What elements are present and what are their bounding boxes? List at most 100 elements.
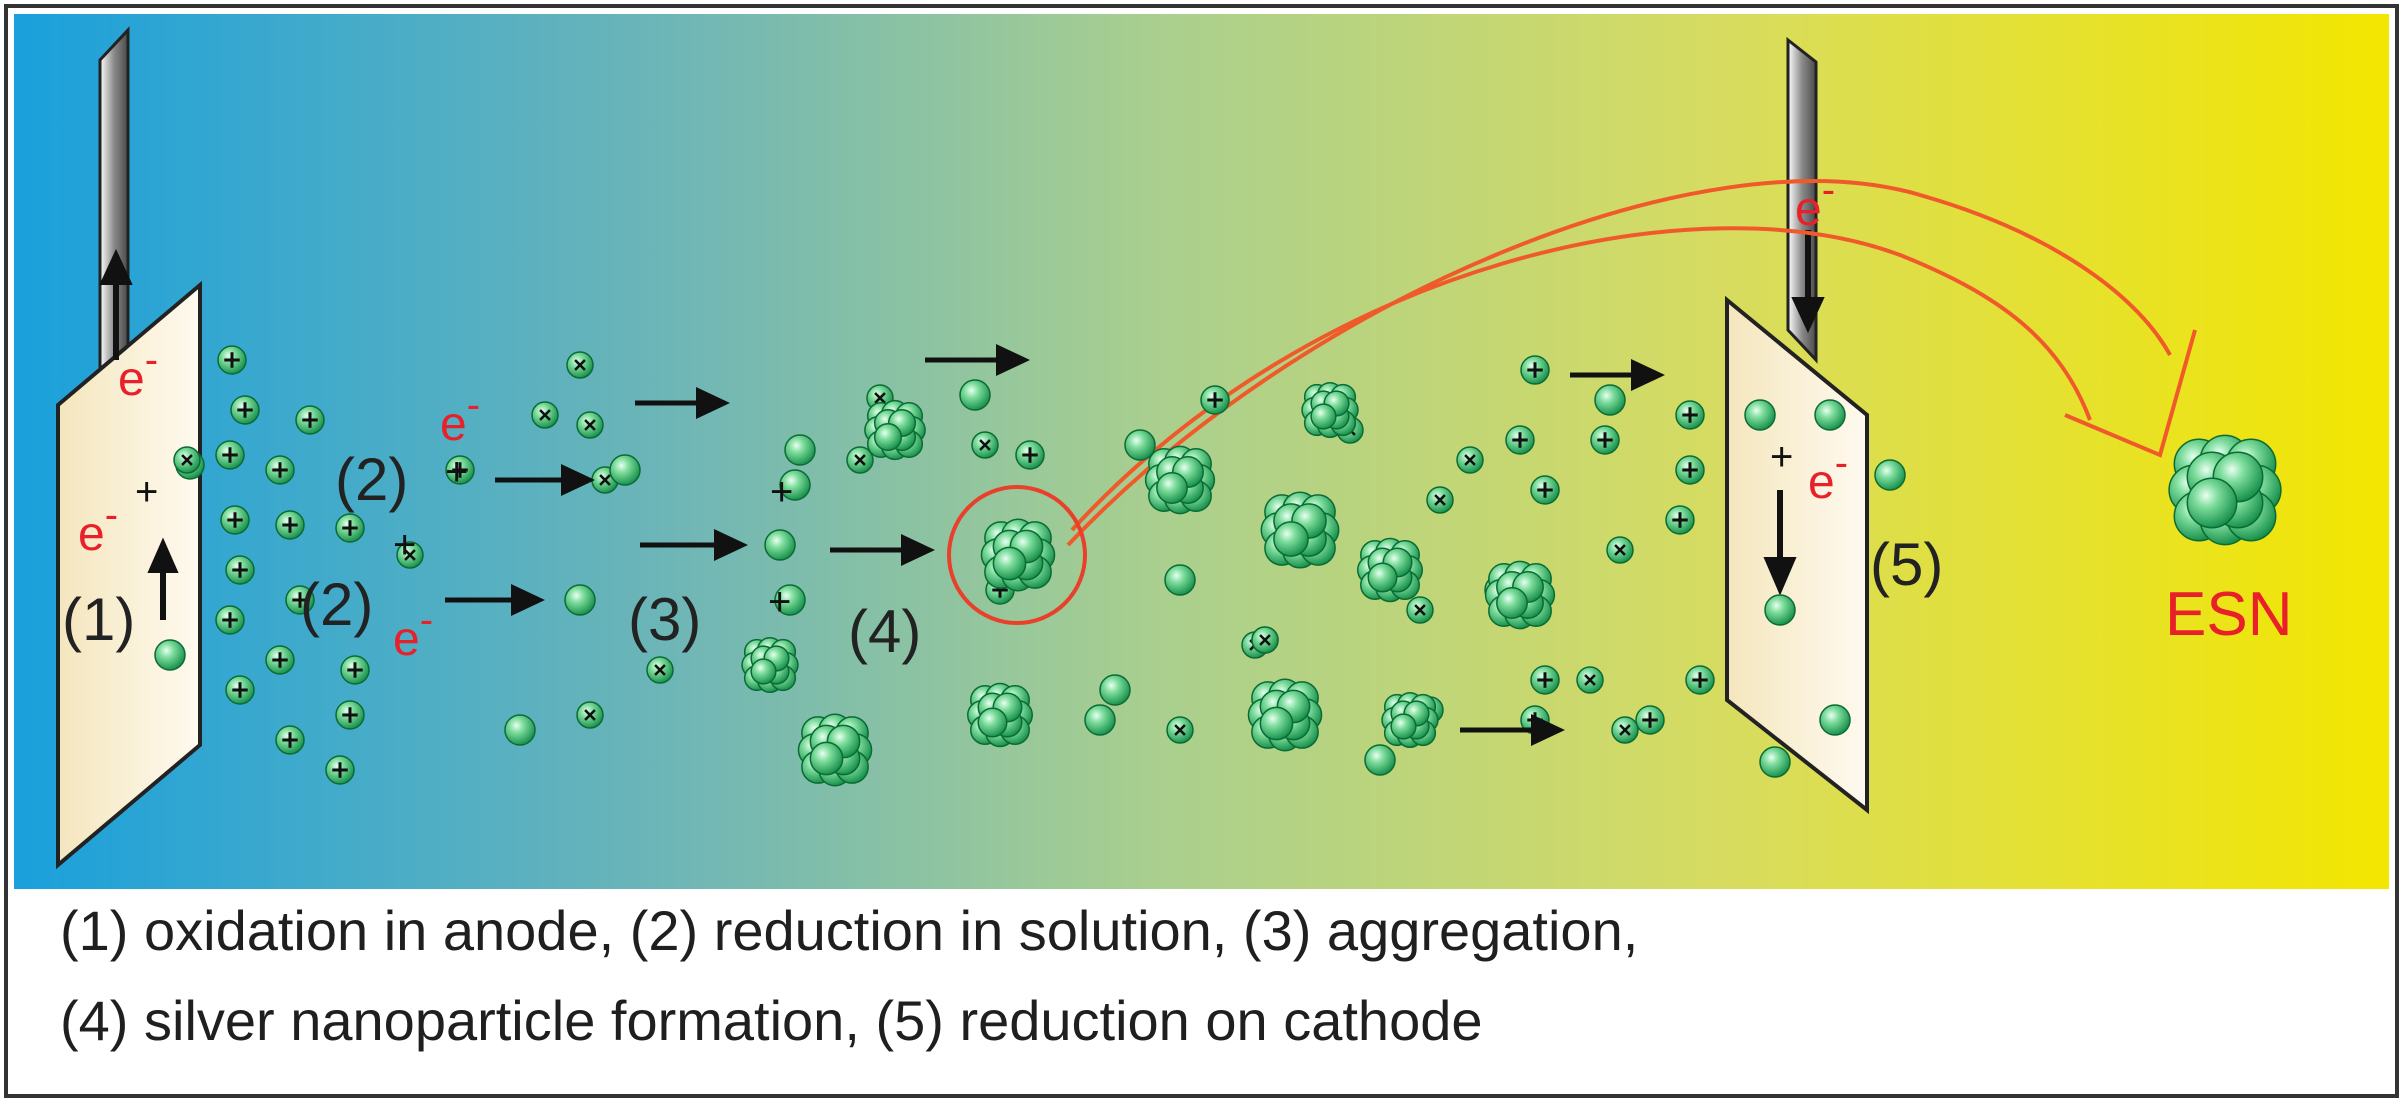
silver-ion xyxy=(1665,505,1695,535)
labels: (1)(2)(2)(3)(4)(5)e-e-e-e-e-e-++++++ESN xyxy=(62,168,2292,666)
silver-atom xyxy=(1406,596,1434,624)
silver-ion xyxy=(1015,440,1045,470)
silver-atom xyxy=(154,639,186,671)
silver-ion xyxy=(215,440,245,470)
cation-label: + xyxy=(770,470,793,514)
silver-atom xyxy=(504,714,536,746)
nanoparticle-cluster xyxy=(1144,445,1216,515)
silver-atom xyxy=(971,431,999,459)
nanoparticle-cluster xyxy=(1381,691,1439,749)
nanoparticle-cluster xyxy=(1301,381,1359,439)
silver-ion xyxy=(1200,385,1230,415)
silver-ion xyxy=(335,700,365,730)
flow-arrows xyxy=(445,344,1665,746)
silver-ion xyxy=(325,755,355,785)
silver-atom xyxy=(396,541,424,569)
silver-ion xyxy=(265,455,295,485)
silver-atom xyxy=(609,454,641,486)
silver-ion xyxy=(335,513,365,543)
silver-atom xyxy=(1426,486,1454,514)
silver-atom xyxy=(564,584,596,616)
flow-arrow xyxy=(635,387,730,419)
nanoparticle-cluster xyxy=(980,518,1056,592)
silver-ion xyxy=(217,345,247,375)
esn-label: ESN xyxy=(2165,580,2292,649)
silver-atom xyxy=(1364,744,1396,776)
cation-label: + xyxy=(445,450,468,494)
silver-ion xyxy=(275,510,305,540)
caption-line-2: (4) silver nanoparticle formation, (5) r… xyxy=(60,989,1483,1052)
silver-atom xyxy=(1606,536,1634,564)
silver-ion xyxy=(225,555,255,585)
silver-ion xyxy=(285,585,315,615)
silver-atom xyxy=(1576,666,1604,694)
flow-arrow xyxy=(495,464,595,496)
silver-ion xyxy=(220,505,250,535)
flow-arrow xyxy=(640,529,748,561)
silver-atom xyxy=(1251,626,1279,654)
silver-atom xyxy=(1814,399,1846,431)
step-label: (1) xyxy=(62,586,135,653)
nanoparticle-cluster xyxy=(797,713,873,787)
cathode-inner-down-arrow xyxy=(1763,490,1797,596)
silver-atom xyxy=(1611,716,1639,744)
anode xyxy=(56,26,202,870)
flow-arrow xyxy=(445,584,545,616)
cation-label: + xyxy=(768,580,791,624)
silver-atom xyxy=(784,434,816,466)
silver-ion xyxy=(1635,705,1665,735)
curved-arrow-head xyxy=(2064,329,2197,458)
silver-atom xyxy=(1759,746,1791,778)
cation-label: + xyxy=(393,523,416,567)
flow-arrow xyxy=(1460,714,1565,746)
step-label: (2) xyxy=(300,571,373,638)
curved-arrow-outer xyxy=(1066,179,2172,547)
anode-wire-up-arrow xyxy=(99,248,133,360)
silver-ion xyxy=(340,655,370,685)
silver-atom xyxy=(779,469,811,501)
silver-atom xyxy=(576,701,604,729)
silver-ion xyxy=(1530,475,1560,505)
silver-atom xyxy=(774,584,806,616)
cation-label: + xyxy=(135,470,158,514)
flow-arrow xyxy=(1570,359,1665,391)
silver-ion xyxy=(295,405,325,435)
silver-atom xyxy=(764,529,796,561)
silver-atom xyxy=(1166,716,1194,744)
silver-atom xyxy=(566,351,594,379)
silver-atom xyxy=(1819,704,1851,736)
silver-atom xyxy=(173,446,201,474)
anode-electrode xyxy=(56,280,202,870)
silver-atom xyxy=(531,401,559,429)
nanoparticle-cluster xyxy=(967,682,1033,748)
nanoparticle-cluster xyxy=(864,399,926,461)
silver-atom xyxy=(846,446,874,474)
particle-field xyxy=(154,345,2282,787)
silver-atom xyxy=(1744,399,1776,431)
cation-label: + xyxy=(1770,435,1793,479)
silver-ion xyxy=(1675,455,1705,485)
caption-line-1: (1) oxidation in anode, (2) reduction in… xyxy=(60,899,1639,962)
silver-ion xyxy=(230,395,260,425)
nanoparticle-cluster xyxy=(2168,434,2282,546)
silver-ion xyxy=(265,645,295,675)
step-label: (4) xyxy=(848,598,921,665)
anode-inner-up-arrow xyxy=(147,537,179,620)
silver-atom xyxy=(576,411,604,439)
silver-ion xyxy=(1520,355,1550,385)
silver-ion xyxy=(445,455,475,485)
nanoparticle-cluster xyxy=(741,636,799,694)
silver-atom xyxy=(1874,459,1906,491)
silver-atom xyxy=(1124,429,1156,461)
silver-atom xyxy=(646,656,674,684)
nanoparticle-cluster xyxy=(1357,537,1423,603)
silver-atom xyxy=(1099,674,1131,706)
silver-atom xyxy=(1456,446,1484,474)
curved-arrow xyxy=(1066,179,2197,547)
highlight-ring xyxy=(947,485,1087,625)
step-label: (3) xyxy=(628,586,701,653)
curved-arrow-inner xyxy=(1070,226,2092,532)
nanoparticle-cluster xyxy=(1247,678,1323,752)
nanoparticle-cluster xyxy=(1484,560,1556,630)
